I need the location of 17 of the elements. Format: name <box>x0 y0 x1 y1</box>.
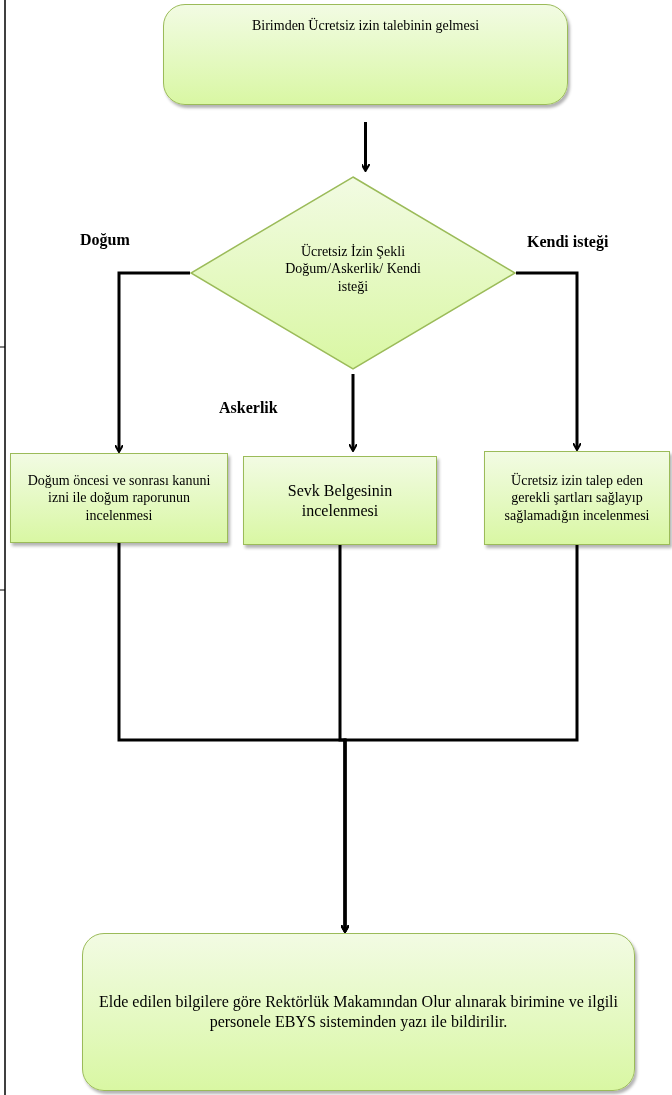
node-text: Ücretsiz İzin Şekli Doğum/Askerlik/ Kendi isteği <box>284 242 422 296</box>
node-text: Doğum öncesi ve sonrası kanuni izni ile doğum raporunun incelenmesi <box>27 471 211 525</box>
node-text: Elde edilen bilgilere göre Rektörlük Makamından Olur alınarak birimine ve ilgili personele EBYS sisteminden yazı ile bildirilir. <box>99 992 618 1032</box>
arrow <box>348 374 358 452</box>
process-box <box>82 933 635 1091</box>
node-text: Birimden Ücretsiz izin talebinin gelmesi <box>251 17 480 35</box>
node-text: Ücretsiz izin talep eden gerekli şartları sağlayıp sağlamadığın incelenmesi <box>503 471 651 525</box>
arrow <box>114 271 190 453</box>
node-text: Sevk Belgesinin incelenmesi <box>286 480 394 521</box>
process-box <box>243 456 437 545</box>
arrow <box>516 271 582 451</box>
arrow <box>360 122 371 172</box>
process-box <box>163 4 568 105</box>
decision-diamond <box>190 176 516 370</box>
arrow <box>340 545 579 933</box>
process-box <box>484 451 670 545</box>
process-box <box>10 453 228 543</box>
